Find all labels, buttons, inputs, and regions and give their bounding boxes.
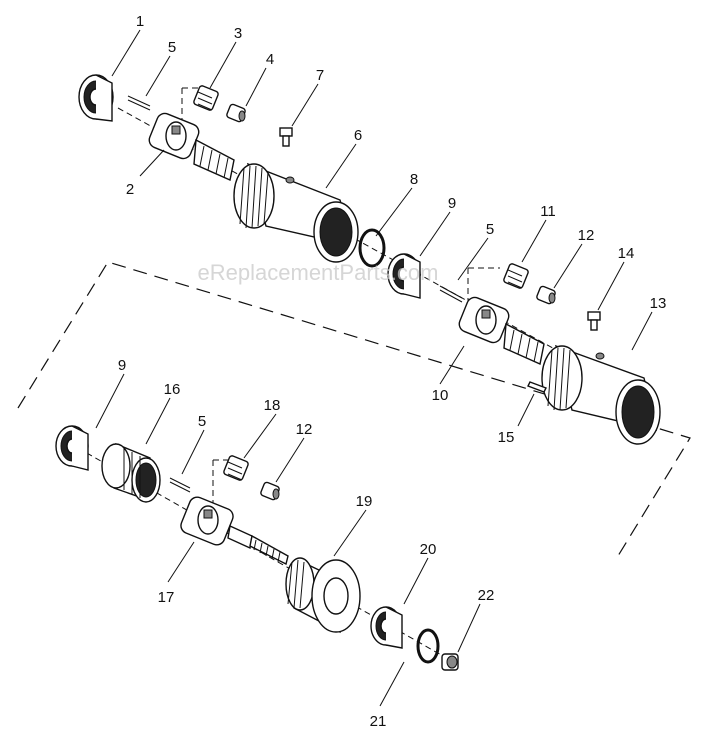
assembly-boundary-frame (17, 261, 691, 557)
part-15-pin (527, 381, 547, 393)
callout-12-upper: 12 (578, 227, 595, 244)
callout-13: 13 (650, 295, 667, 312)
part-5-pin-middle (439, 285, 463, 303)
alignment-axis-11 (467, 267, 500, 305)
callout-3: 3 (234, 25, 242, 42)
callout-22: 22 (478, 587, 495, 604)
callout-labels: 1 2 3 4 5 6 7 8 9 5 11 12 14 13 10 15 9 … (118, 13, 667, 730)
part-13-housing (541, 344, 661, 445)
part-5-pin-top (127, 95, 151, 111)
part-9-bearing-lower (55, 425, 89, 471)
callout-10: 10 (432, 387, 449, 404)
callout-2: 2 (126, 181, 134, 198)
callout-9-upper: 9 (448, 195, 456, 212)
part-11-gear (503, 263, 529, 289)
part-4-spacer (226, 103, 246, 123)
callout-5-lower: 5 (198, 413, 206, 430)
callout-12-lower: 12 (296, 421, 313, 438)
callout-5-top: 5 (168, 39, 176, 56)
part-7-screw (279, 127, 293, 147)
part-2-carrier (148, 112, 235, 181)
watermark-text: eReplacementParts.com (198, 260, 439, 285)
callout-20: 20 (420, 541, 437, 558)
callout-7: 7 (316, 67, 324, 84)
callout-4: 4 (266, 51, 274, 68)
part-5-pin-lower (169, 477, 191, 493)
part-22-nut (441, 653, 459, 671)
part-19-end-cap (285, 557, 361, 634)
callout-5-middle: 5 (486, 221, 494, 238)
part-17-output-shaft (180, 496, 289, 566)
part-3-gear (193, 85, 219, 111)
part-8-retaining-ring (358, 228, 386, 268)
callout-1: 1 (136, 13, 144, 30)
callout-11: 11 (540, 203, 556, 220)
part-1-bearing (78, 74, 114, 122)
callout-6: 6 (354, 127, 362, 144)
part-12-spacer-lower (260, 481, 280, 501)
part-18-gear (223, 455, 249, 481)
part-10-carrier (458, 296, 545, 365)
callout-15: 15 (498, 429, 515, 446)
callout-9-lower: 9 (118, 357, 126, 374)
callout-19: 19 (356, 493, 373, 510)
part-9-bearing-upper (387, 253, 421, 299)
callout-18: 18 (264, 397, 281, 414)
callout-8: 8 (410, 171, 418, 188)
part-6-housing (233, 162, 359, 263)
callout-16: 16 (164, 381, 181, 398)
part-21-retaining-ring (416, 628, 440, 664)
part-14-screw (587, 311, 601, 331)
part-16-ring-gear (101, 442, 161, 503)
leader-lines (95, 29, 653, 707)
part-20-bearing (370, 606, 403, 649)
callout-17: 17 (158, 589, 175, 606)
callout-21: 21 (370, 713, 387, 730)
part-12-spacer-upper (536, 285, 556, 305)
callout-14: 14 (618, 245, 635, 262)
